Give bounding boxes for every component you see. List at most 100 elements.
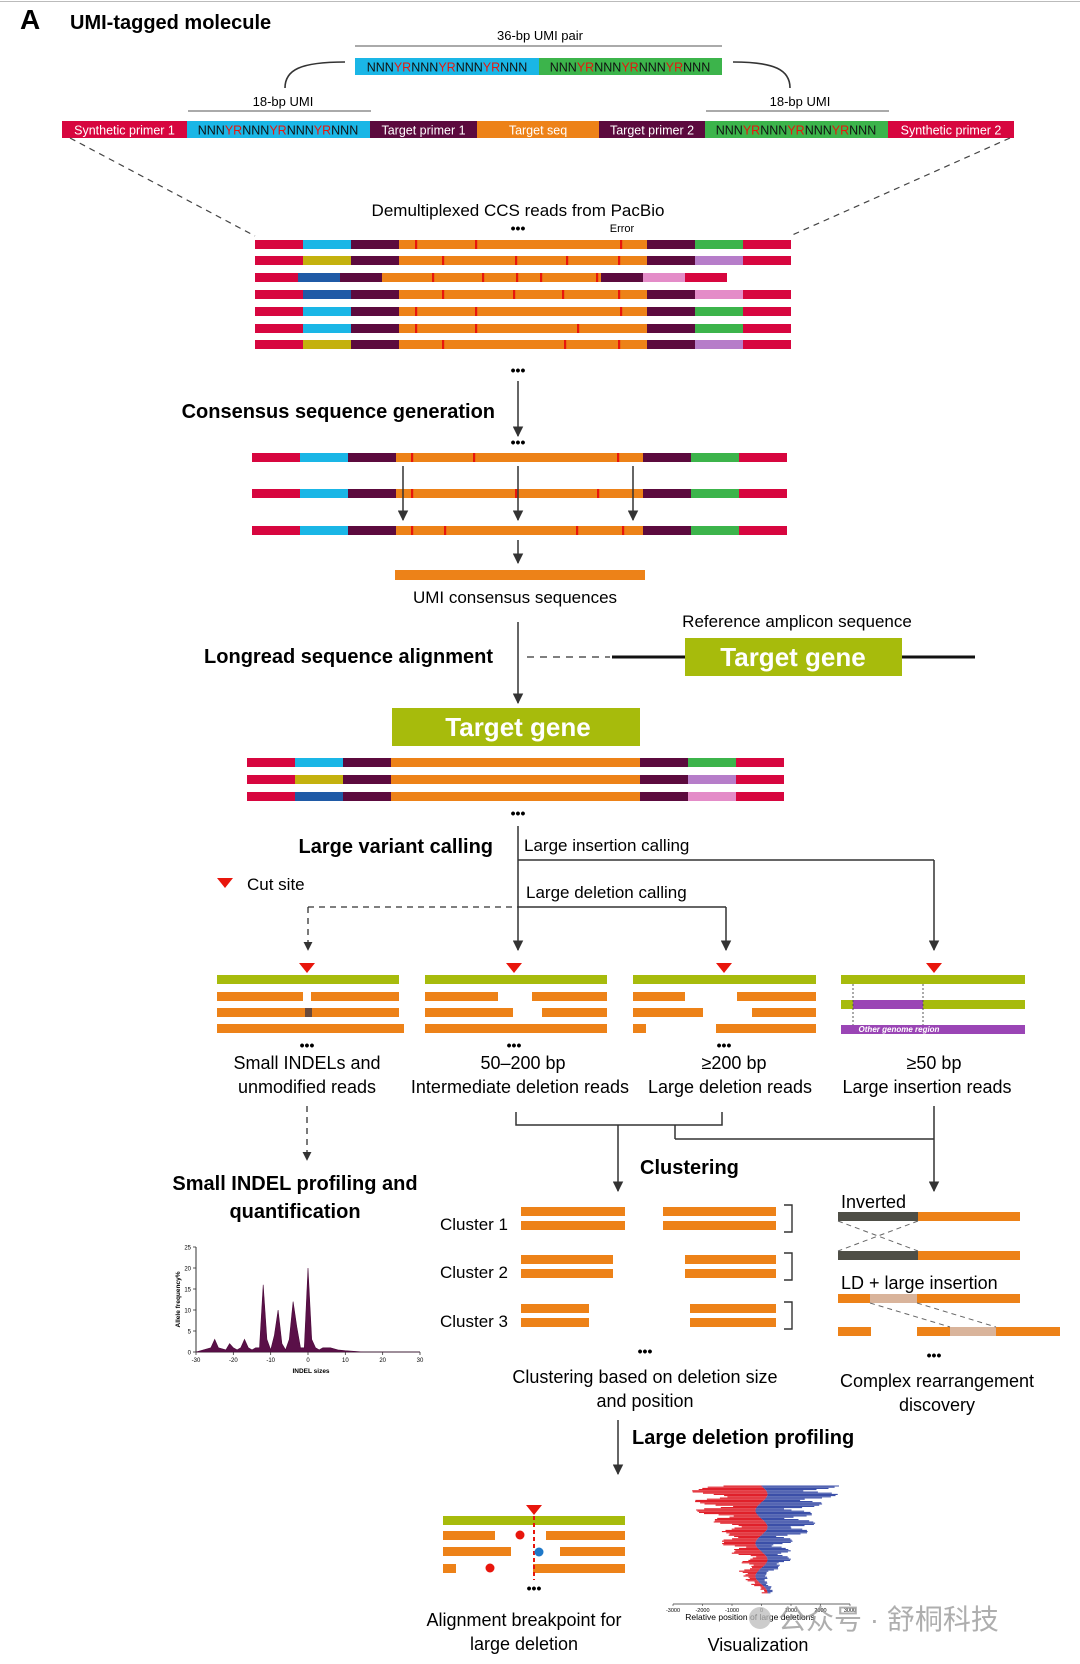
- cut-site-icon: [299, 963, 315, 973]
- bar-segment: [351, 290, 399, 299]
- error-mark: [622, 526, 625, 535]
- bar-segment: [743, 256, 791, 265]
- bar-segment: [399, 307, 647, 316]
- bar-segment: [647, 307, 695, 316]
- error-mark: [515, 489, 518, 498]
- umi-segment: [539, 58, 722, 75]
- bar-segment: [691, 526, 739, 535]
- cluster-read-left: [521, 1221, 625, 1230]
- error-mark: [442, 290, 445, 299]
- bar-segment: [695, 307, 743, 316]
- bar-segment: [391, 792, 640, 801]
- insertion-segment: [853, 1000, 923, 1009]
- bar-segment: [300, 526, 348, 535]
- bar-segment: [691, 489, 739, 498]
- error-mark: [411, 453, 414, 462]
- umi-consensus-bar: [395, 570, 645, 580]
- bar-segment: [303, 340, 351, 349]
- error-mark: [576, 526, 579, 535]
- y-tick-label: 15: [184, 1288, 191, 1294]
- error-mark: [444, 526, 447, 535]
- bar-segment: [695, 256, 743, 265]
- small-indel-reads: •••: [217, 963, 404, 1053]
- umi-segment: [355, 58, 539, 75]
- bar-segment: [396, 489, 643, 498]
- x-tick-label: 20: [379, 1358, 386, 1364]
- ccs-title: Demultiplexed CCS reads from PacBio: [372, 201, 665, 220]
- bar-segment: [255, 307, 303, 316]
- bar-segment: [736, 792, 784, 801]
- bar-segment: [695, 290, 743, 299]
- other-genome-region-label: Other genome region: [859, 1025, 940, 1034]
- x-tick-label: -1000: [725, 1608, 739, 1614]
- bar-segment: [643, 526, 691, 535]
- bar-segment: [752, 1008, 816, 1017]
- ellipsis: •••: [300, 1037, 315, 1053]
- error-mark: [473, 453, 476, 462]
- ccs-reads: [255, 240, 791, 349]
- bar-segment: [311, 992, 399, 1001]
- cluster-read-left: [521, 1269, 613, 1278]
- bar-segment: [295, 775, 343, 784]
- reference-bar: [443, 1516, 625, 1525]
- bar-segment: [300, 453, 348, 462]
- bar-segment: [303, 307, 351, 316]
- molecule-segment-label: Synthetic primer 2: [901, 124, 1002, 138]
- bar-segment: [695, 324, 743, 333]
- error-mark: [415, 240, 418, 249]
- cut-site-icon: [926, 963, 942, 973]
- large-insertion-read-diagram: [841, 963, 1025, 1034]
- reference-bar: [425, 975, 607, 984]
- umi-pair-bracket-right: [732, 61, 791, 89]
- cluster-2-label: Cluster 2: [440, 1263, 508, 1282]
- y-tick-label: 20: [184, 1267, 191, 1273]
- bar-segment: [695, 240, 743, 249]
- x-tick-label: -3000: [666, 1608, 680, 1614]
- umi-sequence: NNNYRNNNYRNNNYRNNN: [198, 124, 359, 138]
- bar-segment: [838, 1294, 870, 1303]
- x-axis-label: INDEL sizes: [292, 1368, 329, 1375]
- bar-segment: [640, 775, 688, 784]
- bar-segment: [425, 1008, 513, 1017]
- cluster-read-right: [685, 1269, 776, 1278]
- bar-segment: [739, 453, 787, 462]
- bar-segment: [736, 775, 784, 784]
- error-mark: [620, 307, 623, 316]
- breakpoint-label-2: large deletion: [470, 1634, 578, 1654]
- error-mark: [618, 290, 621, 299]
- bar-segment: [633, 1008, 703, 1017]
- inverted-segment: [838, 1212, 918, 1221]
- umi-pair-label: 36-bp UMI pair: [497, 28, 584, 43]
- bar-segment: [382, 273, 601, 282]
- error-mark: [577, 324, 580, 333]
- small-indel-label-2: unmodified reads: [238, 1077, 376, 1097]
- bar-segment: [351, 340, 399, 349]
- x-tick-label: -30: [192, 1358, 201, 1364]
- umi-right-label: 18-bp UMI: [770, 94, 831, 109]
- consensus-generation-title: Consensus sequence generation: [182, 401, 495, 423]
- y-tick-label: 25: [184, 1246, 191, 1252]
- bar-segment: [640, 758, 688, 767]
- error-mark: [562, 290, 565, 299]
- cluster-bracket: [784, 1252, 793, 1281]
- cut-site-legend-label: Cut site: [247, 875, 305, 894]
- x-tick-label: 3000: [844, 1608, 856, 1614]
- error-mark: [596, 273, 599, 282]
- bar-segment: [647, 290, 695, 299]
- molecule-segment: [370, 121, 477, 138]
- error-mark: [432, 273, 435, 282]
- error-mark: [597, 489, 600, 498]
- cluster-1-label: Cluster 1: [440, 1215, 508, 1234]
- bar-segment: [737, 992, 816, 1001]
- error-mark: [442, 340, 445, 349]
- molecule-segment-label: Target primer 2: [610, 124, 694, 138]
- bar-segment: [996, 1327, 1060, 1336]
- bar-segment: [391, 775, 640, 784]
- bar-segment: [303, 240, 351, 249]
- bar-segment: [688, 758, 736, 767]
- bar-segment: [351, 256, 399, 265]
- large-insertion-label-1: ≥50 bp: [907, 1053, 962, 1073]
- bar-segment: [399, 256, 647, 265]
- large-insertion-label-2: Large insertion reads: [842, 1077, 1011, 1097]
- bar-segment: [396, 453, 643, 462]
